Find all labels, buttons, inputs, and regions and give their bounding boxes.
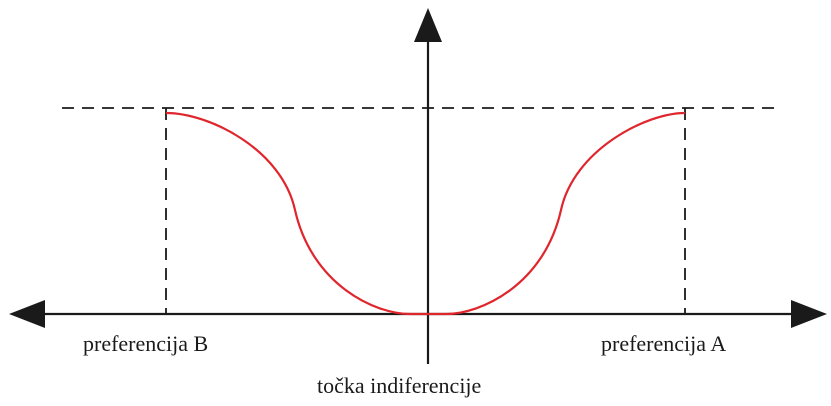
preferencija-b-label: preferencija B xyxy=(83,331,208,356)
preferencija-a-label: preferencija A xyxy=(601,331,726,356)
up-arrowhead-icon xyxy=(414,8,442,42)
tocka-indiferencije-label: točka indiferencije xyxy=(317,373,481,398)
left-arrowhead-icon xyxy=(9,300,45,328)
right-arrowhead-icon xyxy=(791,300,827,328)
indifference-curve xyxy=(165,111,686,316)
